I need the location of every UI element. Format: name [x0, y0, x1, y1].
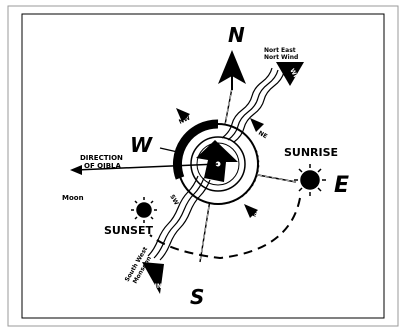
north-arrow-icon — [218, 50, 246, 90]
southwest-label: SW — [168, 194, 180, 207]
northeast-wind-label-line2: Nort Wind — [264, 54, 298, 61]
northeast-label: NE — [257, 130, 268, 141]
south-label: S — [190, 285, 204, 309]
west-label: W — [130, 133, 153, 157]
sunrise-label: SUNRISE — [284, 146, 338, 159]
moon-label: Moon — [62, 194, 84, 202]
moon-icon — [86, 188, 100, 216]
northeast-wind-label-line1: Nort East — [264, 47, 296, 54]
qibla-label-line2: OF QIBLA — [84, 162, 122, 170]
southeast-label: SE — [247, 209, 257, 218]
sunrise-sun-icon — [294, 164, 326, 196]
east-label: E — [334, 173, 349, 198]
sunset-sun-icon — [131, 197, 157, 223]
qibla-label-line1: DIRECTION — [80, 154, 123, 162]
north-label: N — [228, 23, 245, 47]
sunset-label: SUNSET — [104, 224, 153, 237]
southwest-wind-word: WIND — [148, 283, 167, 290]
